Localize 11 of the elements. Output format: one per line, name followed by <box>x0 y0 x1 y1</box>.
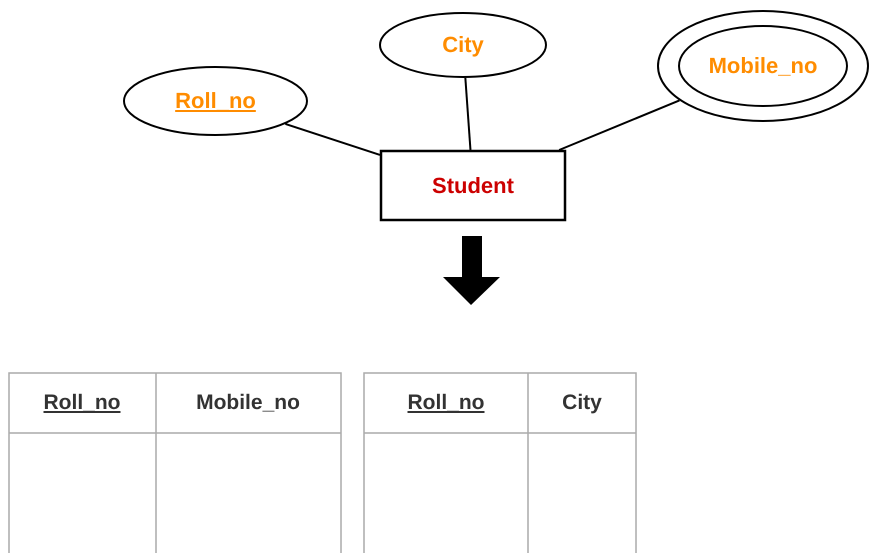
column-header: Roll_no <box>44 391 120 415</box>
attribute-name: Roll_no <box>175 88 256 114</box>
connector-line <box>558 100 680 151</box>
column-header: City <box>562 391 602 415</box>
column-header: Roll_no <box>408 391 484 415</box>
attribute-name: Mobile_no <box>708 53 818 79</box>
connector-line <box>285 122 380 156</box>
connector-line <box>464 78 472 150</box>
attribute-name: City <box>442 32 484 58</box>
column-header: Mobile_no <box>196 391 300 415</box>
entity-name: Student <box>432 172 514 198</box>
